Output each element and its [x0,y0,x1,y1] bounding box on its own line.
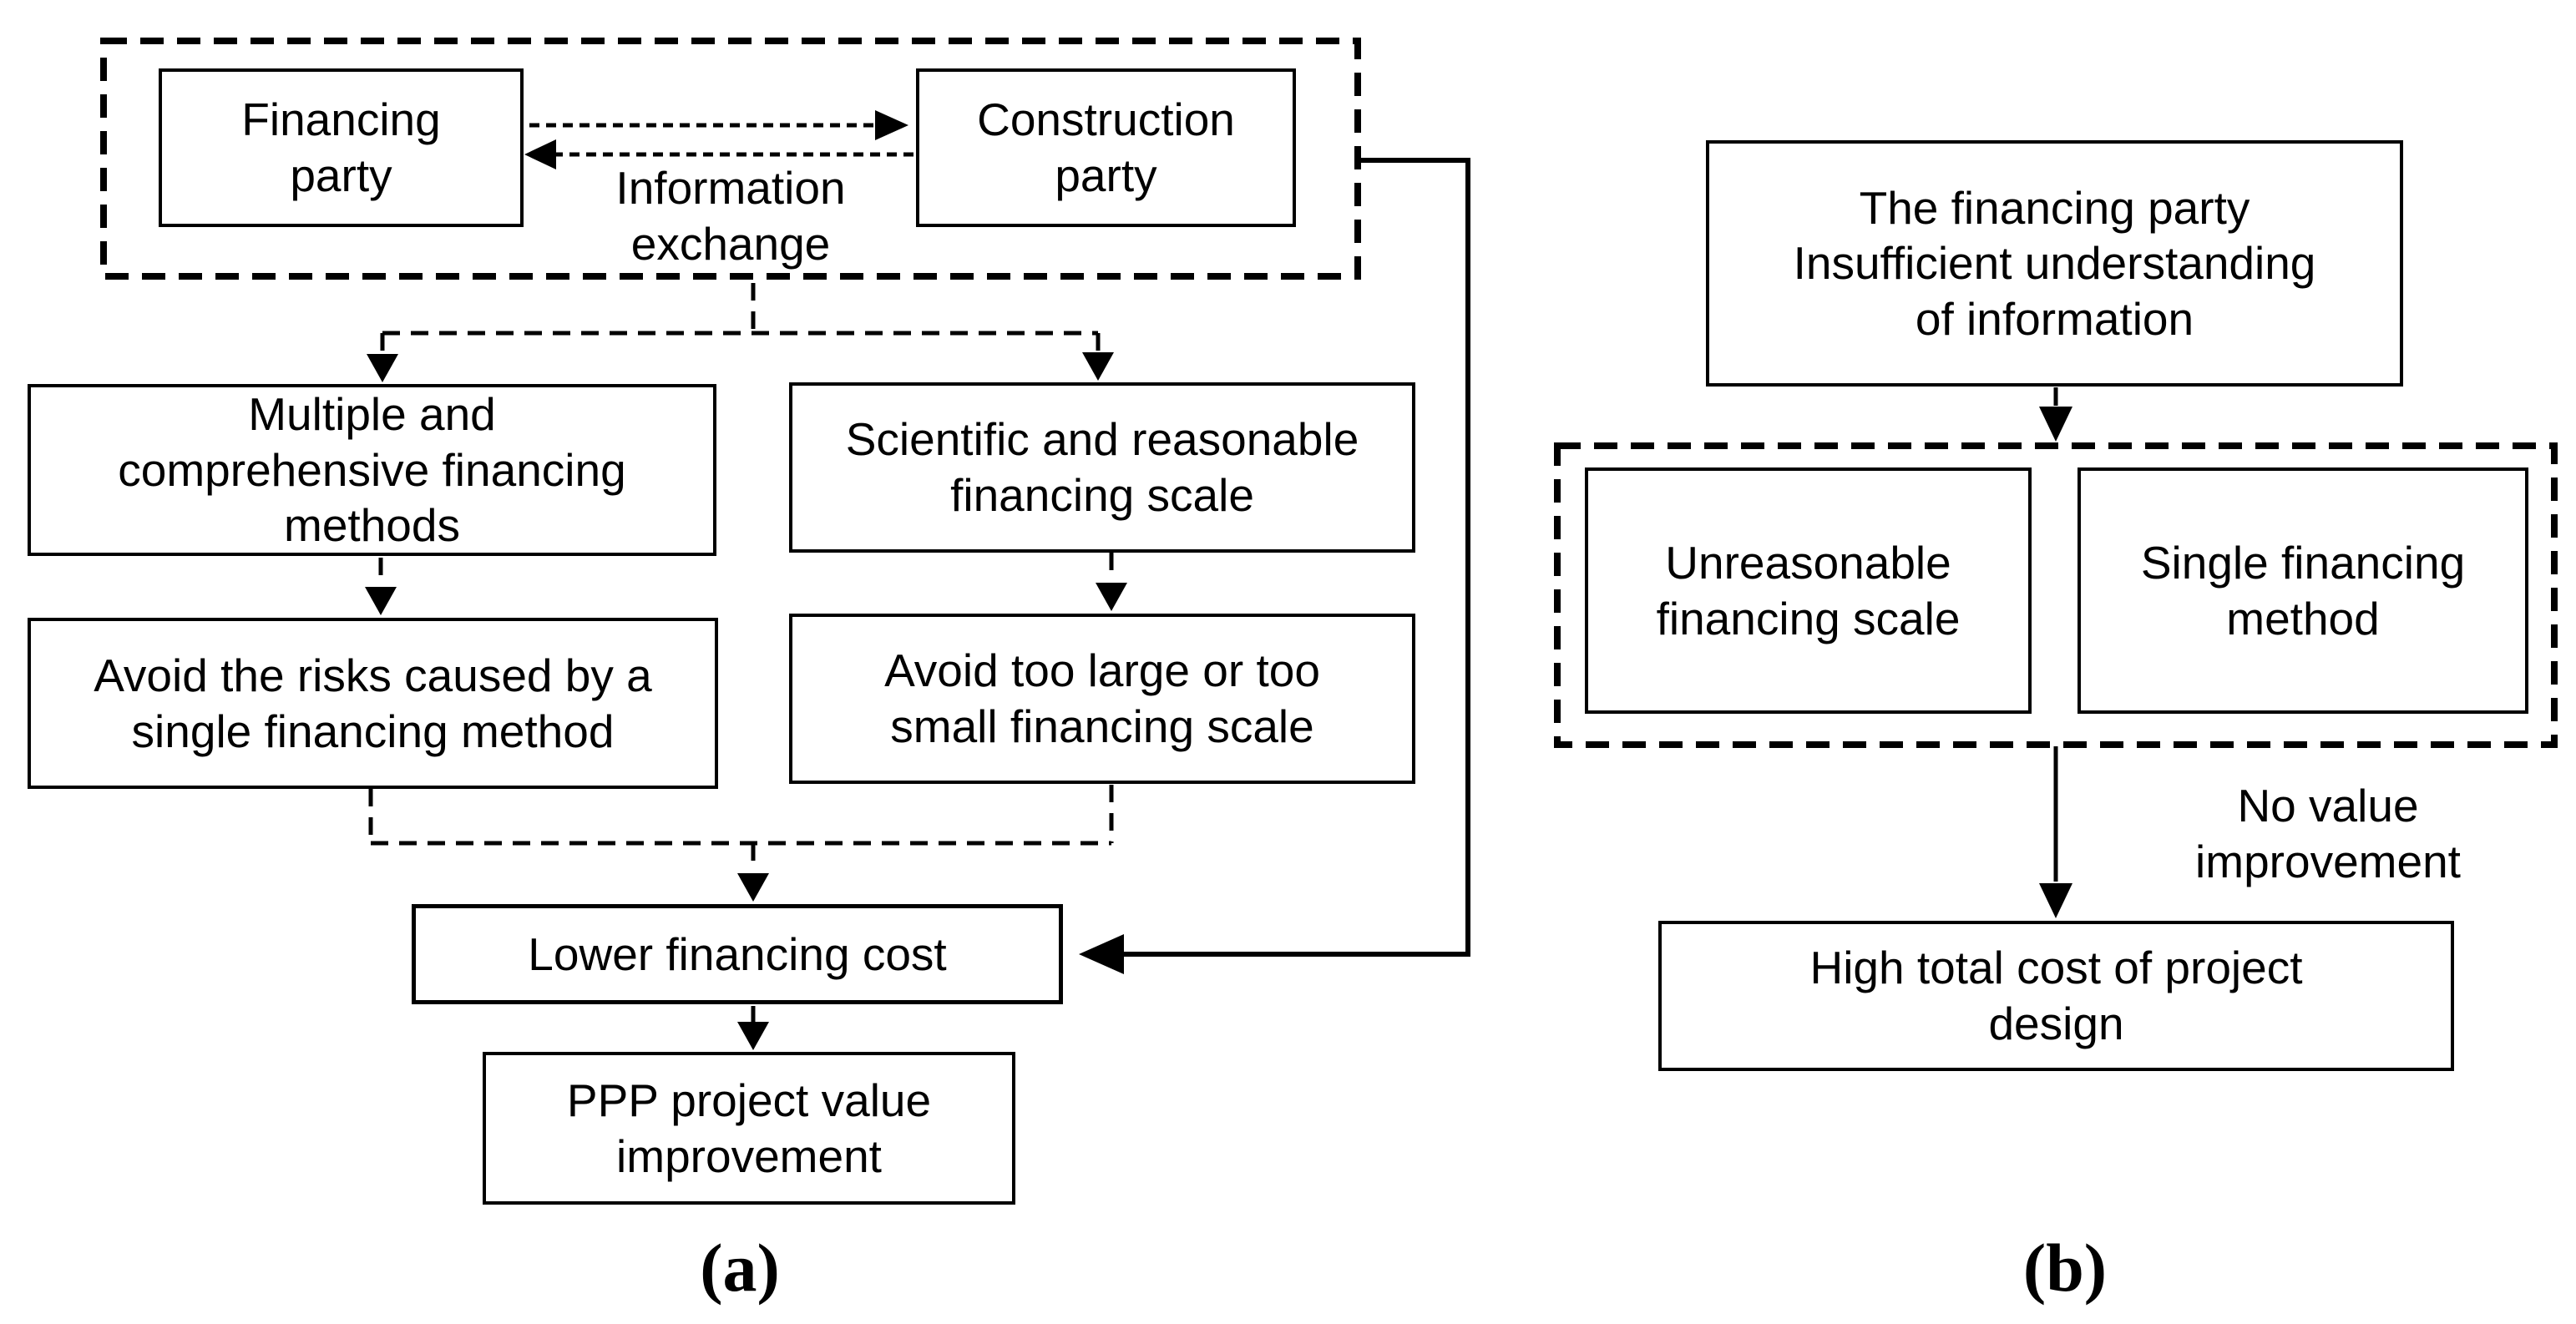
node-unreasonable-scale: Unreasonable financing scale [1585,467,2032,714]
arrowhead-financing-to-construction [875,110,908,140]
node-single-method: Single financing method [2078,467,2528,714]
node-high-total-cost: High total cost of project design [1658,921,2454,1071]
label-information-exchange: Information exchange [615,162,846,270]
node-construction-party: Construction party [916,68,1296,227]
node-scientific-scale: Scientific and reasonable financing scal… [789,382,1415,553]
caption-panel-b: (b) [2022,1230,2108,1306]
node-financing-party: Financing party [159,68,524,227]
arrowhead-to-lower-cost [737,873,769,902]
node-lower-financing-cost: Lower financing cost [412,904,1063,1004]
node-avoid-risks: Avoid the risks caused by a single finan… [28,618,718,789]
arrowhead-to-scientific-scale [1082,352,1114,381]
caption-panel-a: (a) [700,1230,780,1306]
node-insufficient-understanding: The financing party Insufficient underst… [1706,140,2403,387]
arrowhead-solid-to-lower-cost [1079,934,1124,974]
connector-construction-to-lower-cost [1124,158,1470,957]
dashed-group-information-exchange [100,38,1361,280]
dashed-group-bad-financing [1554,442,2558,748]
arrowhead-to-multiple-methods [367,354,398,382]
arrowhead-to-bad-financing-group [2039,407,2072,442]
node-multiple-methods: Multiple and comprehensive financing met… [28,384,716,556]
node-avoid-too-large: Avoid too large or too small financing s… [789,614,1415,784]
arrowhead-to-high-cost [2039,883,2072,918]
arrowhead-construction-to-financing [524,139,556,169]
node-ppp-value-improvement: PPP project value improvement [483,1052,1015,1205]
arrowhead-to-avoid-risks [365,587,397,615]
label-no-value-improvement: No value improvement [2195,780,2461,887]
arrowhead-to-avoid-large [1096,583,1127,611]
arrowhead-to-ppp [737,1022,769,1050]
